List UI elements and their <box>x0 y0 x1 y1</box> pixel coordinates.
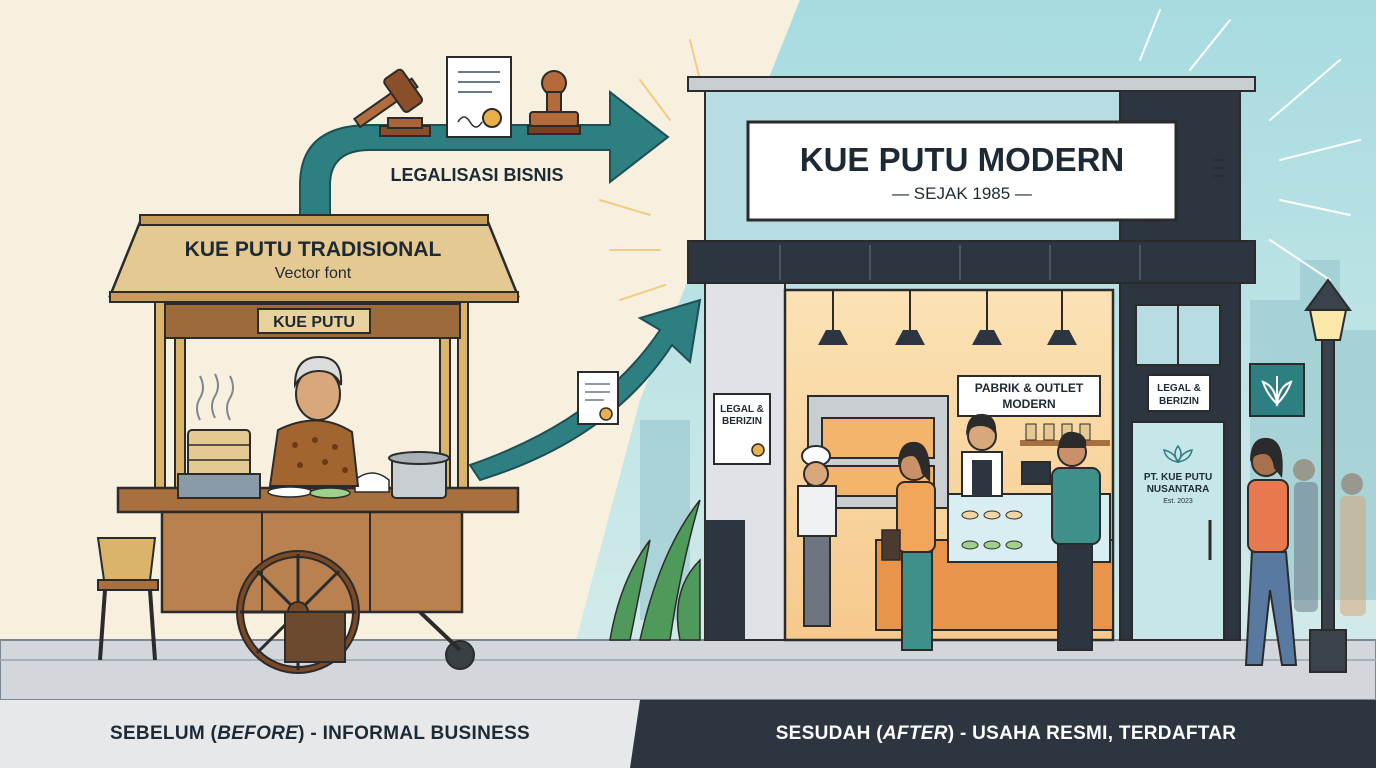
legal-badge-left-line1: LEGAL & <box>720 404 764 415</box>
legalization-arrow <box>299 89 702 482</box>
pendant-lamps <box>818 290 1077 345</box>
store-sign <box>746 120 1178 222</box>
caption-after: SESUDAH (AFTER) - USAHA RESMI, TERDAFTAR <box>636 700 1376 768</box>
legal-badge-pillar-line1: LEGAL & <box>1157 383 1201 394</box>
window-sign-line2: MODERN <box>1002 397 1055 411</box>
vendor-figure <box>268 355 360 663</box>
legal-badge-pillar <box>1147 374 1211 412</box>
store-title: KUE PUTU MODERN <box>800 141 1125 178</box>
window-sign-line1: PABRIK & OUTLET <box>975 381 1084 395</box>
sun-rays <box>599 39 701 301</box>
street-lamp <box>1304 278 1352 673</box>
baker-figure <box>797 445 837 627</box>
plant <box>609 499 701 641</box>
street-cart <box>96 214 520 674</box>
wall-leaf-icon <box>1261 376 1293 407</box>
cart-roof-title: KUE PUTU TRADISIONAL <box>185 238 442 261</box>
stamp-icon <box>527 70 581 135</box>
legal-badge-left-line2: BERIZIN <box>722 416 762 427</box>
lotus-logo-icon <box>1163 444 1193 464</box>
gavel-icon <box>352 68 431 137</box>
cashier-figure <box>961 413 1003 497</box>
certificate-icon <box>446 56 512 138</box>
register-monitor <box>1021 461 1051 485</box>
sidewalk <box>0 639 1376 701</box>
pedestrian-woman <box>1244 437 1298 666</box>
caption-after-prefix: SESUDAH ( <box>775 723 883 744</box>
door-established: Est. 2023 <box>1163 498 1193 505</box>
cart-sign-label: KUE PUTU <box>273 314 355 331</box>
door-company-line2: NUSANTARA <box>1147 484 1210 495</box>
cart-roof-subtitle: Vector font <box>275 265 352 282</box>
caption-bar-after <box>630 700 1376 768</box>
window-sign <box>957 375 1101 417</box>
caption-before-suffix: ) - INFORMAL BUSINESS <box>298 723 531 744</box>
legal-badge-pillar-line2: BERIZIN <box>1159 396 1199 407</box>
background-pedestrians <box>1293 459 1366 616</box>
transition-label: LEGALISASI BISNIS <box>390 165 563 185</box>
customer-woman <box>881 441 936 651</box>
caption-after-suffix: ) - USAHA RESMI, TERDAFTAR <box>947 723 1237 744</box>
caption-before-em: BEFORE <box>217 723 299 744</box>
store-subtitle: — SEJAK 1985 — <box>892 184 1032 203</box>
caption-before-prefix: SEBELUM ( <box>109 723 218 744</box>
caption-after-em: AFTER <box>882 723 948 744</box>
caption-bar-before <box>0 700 640 768</box>
door-company-line1: PT. KUE PUTU <box>1144 472 1212 483</box>
customer-man <box>1051 431 1101 651</box>
document-icon <box>577 371 619 425</box>
caption-before: SEBELUM (BEFORE) - INFORMAL BUSINESS <box>0 700 640 768</box>
after-rays <box>1139 9 1361 281</box>
modern-storefront <box>609 76 1305 642</box>
